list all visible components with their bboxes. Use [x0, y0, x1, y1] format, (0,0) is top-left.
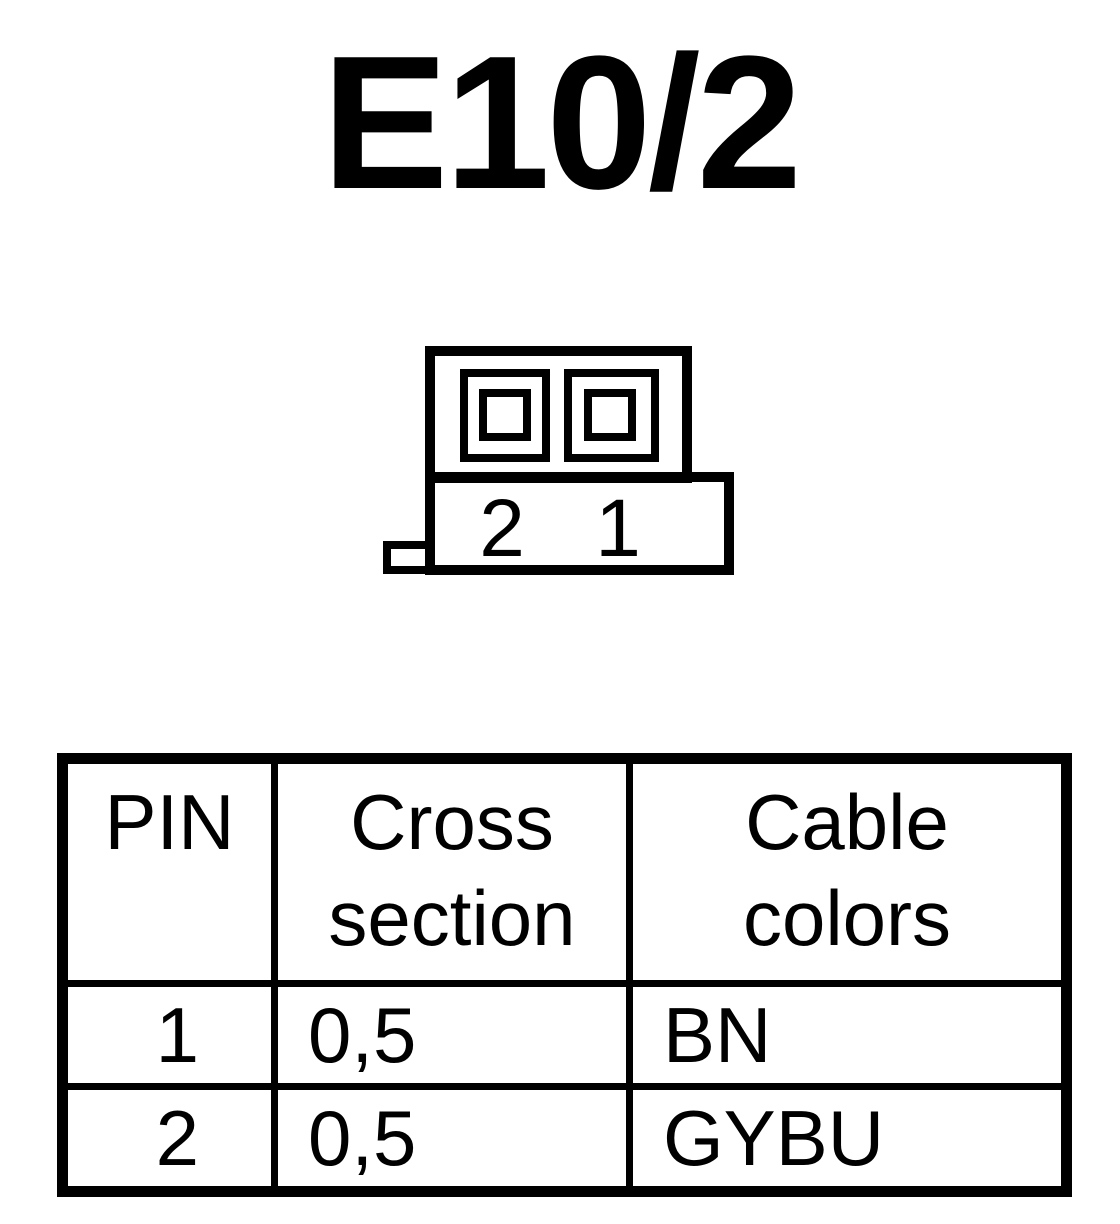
connector-drawing: 2 1: [383, 346, 734, 575]
row-2-cable-color: GYBU: [626, 1083, 1070, 1195]
pin-label-1: 1: [595, 483, 641, 574]
header-cross-section: Cross section: [271, 755, 633, 987]
header-pin-line-1: PIN: [104, 778, 235, 866]
connector-title: E10/2: [321, 17, 803, 229]
table-row: 1 0,5 BN: [59, 980, 1070, 1090]
row-1-cross-section: 0,5: [271, 980, 633, 1090]
row-1-cable-color: BN: [626, 980, 1070, 1090]
header-cross-section-line-1: Cross: [350, 778, 554, 866]
pin-cavity-1: [564, 369, 659, 462]
pin-cavity-2-inner: [479, 389, 531, 441]
pin-cavity-2-outer: [460, 369, 550, 462]
row-2-pin: 2: [59, 1083, 278, 1195]
table-row: 2 0,5 GYBU: [59, 1083, 1070, 1195]
locking-tab: [383, 541, 434, 574]
pin-cavity-1-inner: [584, 389, 636, 441]
pin-assignment-table: PIN Cross section Cable colors 1 0,5 BN …: [57, 753, 1072, 1197]
connector-housing: [383, 346, 734, 575]
header-cable-colors-line-1: Cable: [745, 778, 949, 866]
pin-cavity-2: [460, 369, 550, 462]
housing-lower: [425, 472, 734, 575]
header-cross-section-line-2: section: [328, 874, 576, 962]
pin-label-2: 2: [479, 483, 525, 574]
header-cable-colors-line-2: colors: [742, 874, 952, 962]
header-cable-colors: Cable colors: [626, 755, 1070, 987]
table-header-row: PIN Cross section Cable colors: [59, 755, 1070, 987]
header-pin: PIN: [59, 755, 278, 987]
pin-cavity-1-outer: [564, 369, 659, 462]
row-2-cross-section: 0,5: [271, 1083, 633, 1195]
row-1-pin: 1: [59, 980, 278, 1090]
